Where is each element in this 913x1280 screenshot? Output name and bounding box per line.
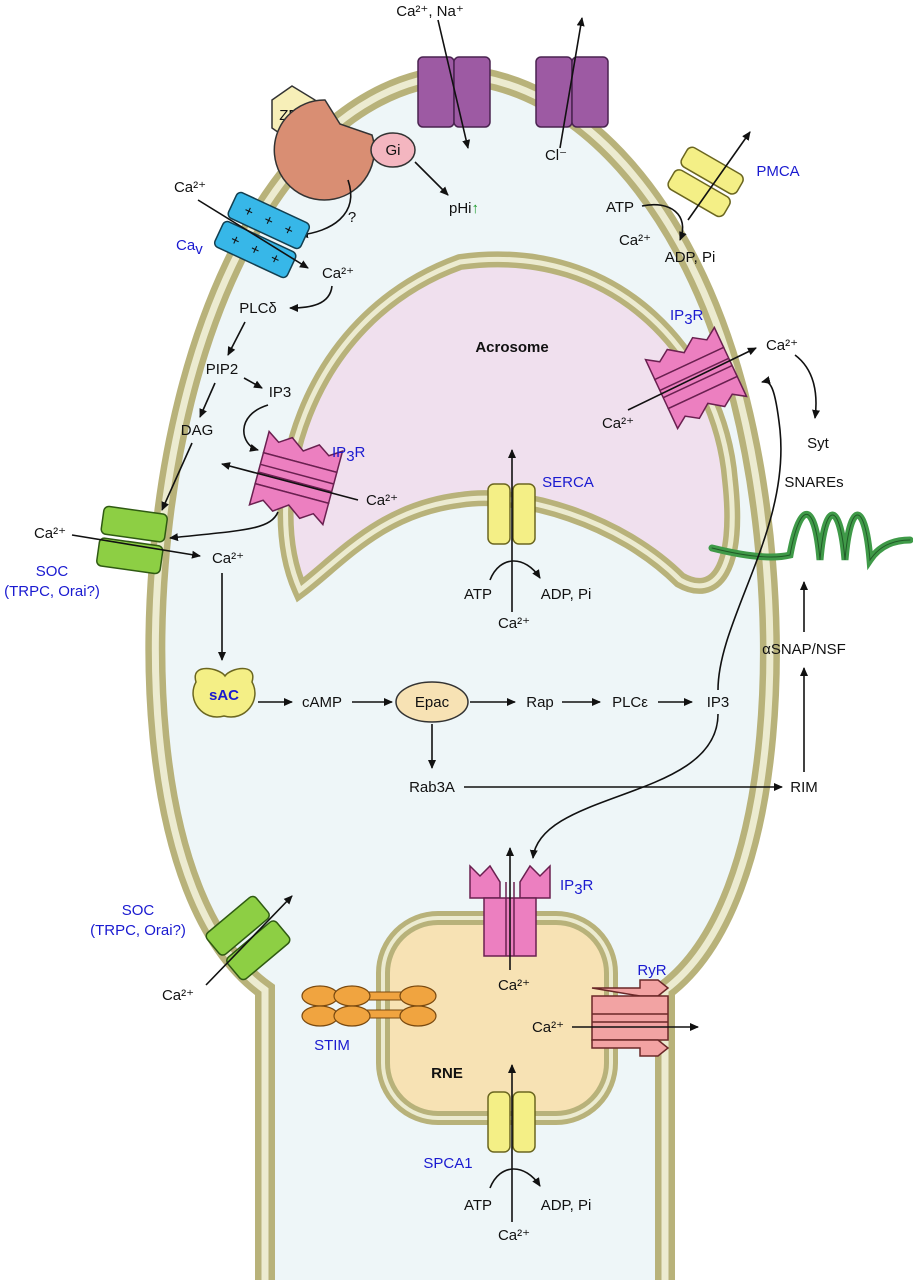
ip3-left-label: IP3 xyxy=(269,384,292,401)
atp-spca-label: ATP xyxy=(464,1197,492,1214)
ca-pmca-label: Ca²⁺ xyxy=(619,232,651,249)
ca-after-cav-label: Ca²⁺ xyxy=(322,265,354,282)
pmca-pump xyxy=(667,146,744,218)
ip3r-left-ca-arrow xyxy=(221,462,359,501)
question-label: ? xyxy=(348,209,356,226)
ip3-right-label: IP3 xyxy=(707,694,730,711)
ca-soc-bottom-label: Ca²⁺ xyxy=(162,987,194,1004)
acrosome: Acrosome xyxy=(277,251,741,603)
phi-label: pHi↑ xyxy=(449,200,479,217)
spca1-label: SPCA1 xyxy=(423,1155,472,1172)
serca-label: SERCA xyxy=(542,474,594,491)
gi-label: Gi xyxy=(386,142,401,159)
ca-ryr-label: Ca²⁺ xyxy=(532,1019,564,1036)
ca-ip3r-left-label: Ca²⁺ xyxy=(366,492,398,509)
rim-label: RIM xyxy=(790,779,818,796)
plc-epsilon-label: PLCε xyxy=(612,694,648,711)
plc-delta-label: PLCδ xyxy=(239,300,277,317)
ip3r-right xyxy=(644,325,748,431)
rab3a-label: Rab3A xyxy=(409,779,455,796)
ca-ip3r-bottom-label: Ca²⁺ xyxy=(498,977,530,994)
rne-label: RNE xyxy=(431,1065,463,1082)
acrosome-label: Acrosome xyxy=(475,339,548,356)
zp3-receptor: ZP3 Gi pHi↑ ? xyxy=(271,85,479,239)
ca-serca-label: Ca²⁺ xyxy=(498,615,530,632)
ip3r-bottom xyxy=(469,847,551,970)
camp-label: cAMP xyxy=(302,694,342,711)
soc-top-ca-arrow xyxy=(71,534,201,559)
atp-pmca-label: ATP xyxy=(606,199,634,216)
asnap-label: αSNAP/NSF xyxy=(762,641,846,658)
soc-top-label-1: SOC xyxy=(36,563,69,580)
sac-label: sAC xyxy=(209,687,239,704)
cav-channel: + + + + + + xyxy=(213,191,311,279)
soc-bottom xyxy=(205,895,291,981)
ca-ip3r-right-in-label: Ca²⁺ xyxy=(602,415,634,432)
rap-label: Rap xyxy=(526,694,554,711)
gi-protein xyxy=(370,132,416,168)
adp-pmca-label: ADP, Pi xyxy=(665,249,716,266)
cl-label: Cl⁻ xyxy=(545,147,567,164)
ip3r-right-ca-arrow xyxy=(627,347,757,411)
soc-bottom-ca-arrow xyxy=(205,895,293,986)
adp-serca-label: ADP, Pi xyxy=(541,586,592,603)
adp-spca-label: ADP, Pi xyxy=(541,1197,592,1214)
spca1-pump xyxy=(487,1064,541,1222)
cav-ca-arrow xyxy=(197,199,309,269)
cation-channel: Ca²⁺, Na⁺ xyxy=(396,3,491,149)
ca-top-left-label: Ca²⁺ xyxy=(174,179,206,196)
ca-soc-in-label: Ca²⁺ xyxy=(34,525,66,542)
sac-enzyme: sAC xyxy=(192,667,256,718)
zp3-receptor-body xyxy=(273,99,375,201)
ca-spca-label: Ca²⁺ xyxy=(498,1227,530,1244)
pip2-label: PIP2 xyxy=(206,361,239,378)
soc-bottom-label-2: (TRPC, Orai?) xyxy=(90,922,186,939)
ca-na-label: Ca²⁺, Na⁺ xyxy=(396,3,464,20)
soc-bottom-label-1: SOC xyxy=(122,902,155,919)
ryr-channel xyxy=(572,979,699,1057)
atp-serca-label: ATP xyxy=(464,586,492,603)
ryr-label: RyR xyxy=(637,962,666,979)
ip3r-bottom-label: IP3R xyxy=(560,877,594,898)
ip3r-right-label: IP3R xyxy=(670,307,704,328)
epac-ellipse xyxy=(395,681,469,723)
cav-label: Cav xyxy=(176,237,203,258)
ip3r-left-label: IP3R xyxy=(332,444,366,465)
snares-label: SNAREs xyxy=(784,474,843,491)
chloride-channel: Cl⁻ xyxy=(535,17,609,164)
acrosome-inner-leaflet xyxy=(283,256,735,594)
pmca-label: PMCA xyxy=(756,163,799,180)
soc-top-label-2: (TRPC, Orai?) xyxy=(4,583,100,600)
snare-complex xyxy=(708,510,913,571)
ip3r-left xyxy=(248,429,344,527)
stim-label: STIM xyxy=(314,1037,350,1054)
ca-soc-out-label: Ca²⁺ xyxy=(212,550,244,567)
syt-label: Syt xyxy=(807,435,830,452)
dag-label: DAG xyxy=(181,422,214,439)
serca-pump xyxy=(487,449,541,612)
epac-label: Epac xyxy=(415,694,450,711)
pmca-ca-arrow xyxy=(687,131,751,221)
stim-protein xyxy=(301,985,437,1027)
ca-ip3r-right-out-label: Ca²⁺ xyxy=(766,337,798,354)
